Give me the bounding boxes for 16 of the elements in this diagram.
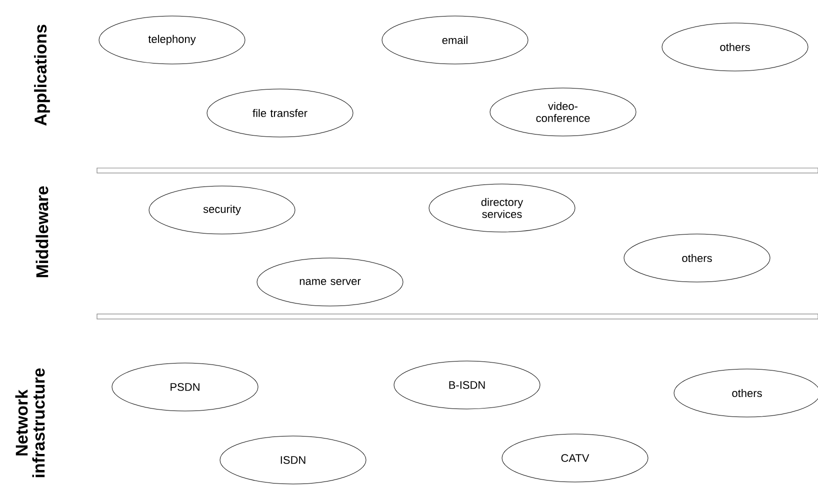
ellipse-node: B-ISDN: [394, 360, 540, 410]
ellipse-node: telephony: [98, 16, 246, 64]
layer-label: Network infrastructure: [15, 368, 45, 478]
ellipse-node: ISDN: [220, 436, 366, 484]
ellipse-node: email: [382, 16, 528, 64]
ellipse-node: security: [148, 186, 296, 234]
ellipse-node: others: [624, 234, 770, 282]
ellipse-node: others: [662, 22, 808, 72]
ellipse-node: file transfer: [206, 88, 354, 138]
layer-label: Middleware: [36, 186, 48, 278]
ellipse-node: directory services: [428, 184, 576, 232]
layer-label: Applications: [34, 24, 50, 126]
ellipse-node: name server: [256, 258, 404, 306]
ellipse-node: video-conference: [490, 88, 636, 136]
ellipse-node: CATV: [502, 434, 648, 482]
ellipse-node: PSDN: [112, 362, 258, 412]
